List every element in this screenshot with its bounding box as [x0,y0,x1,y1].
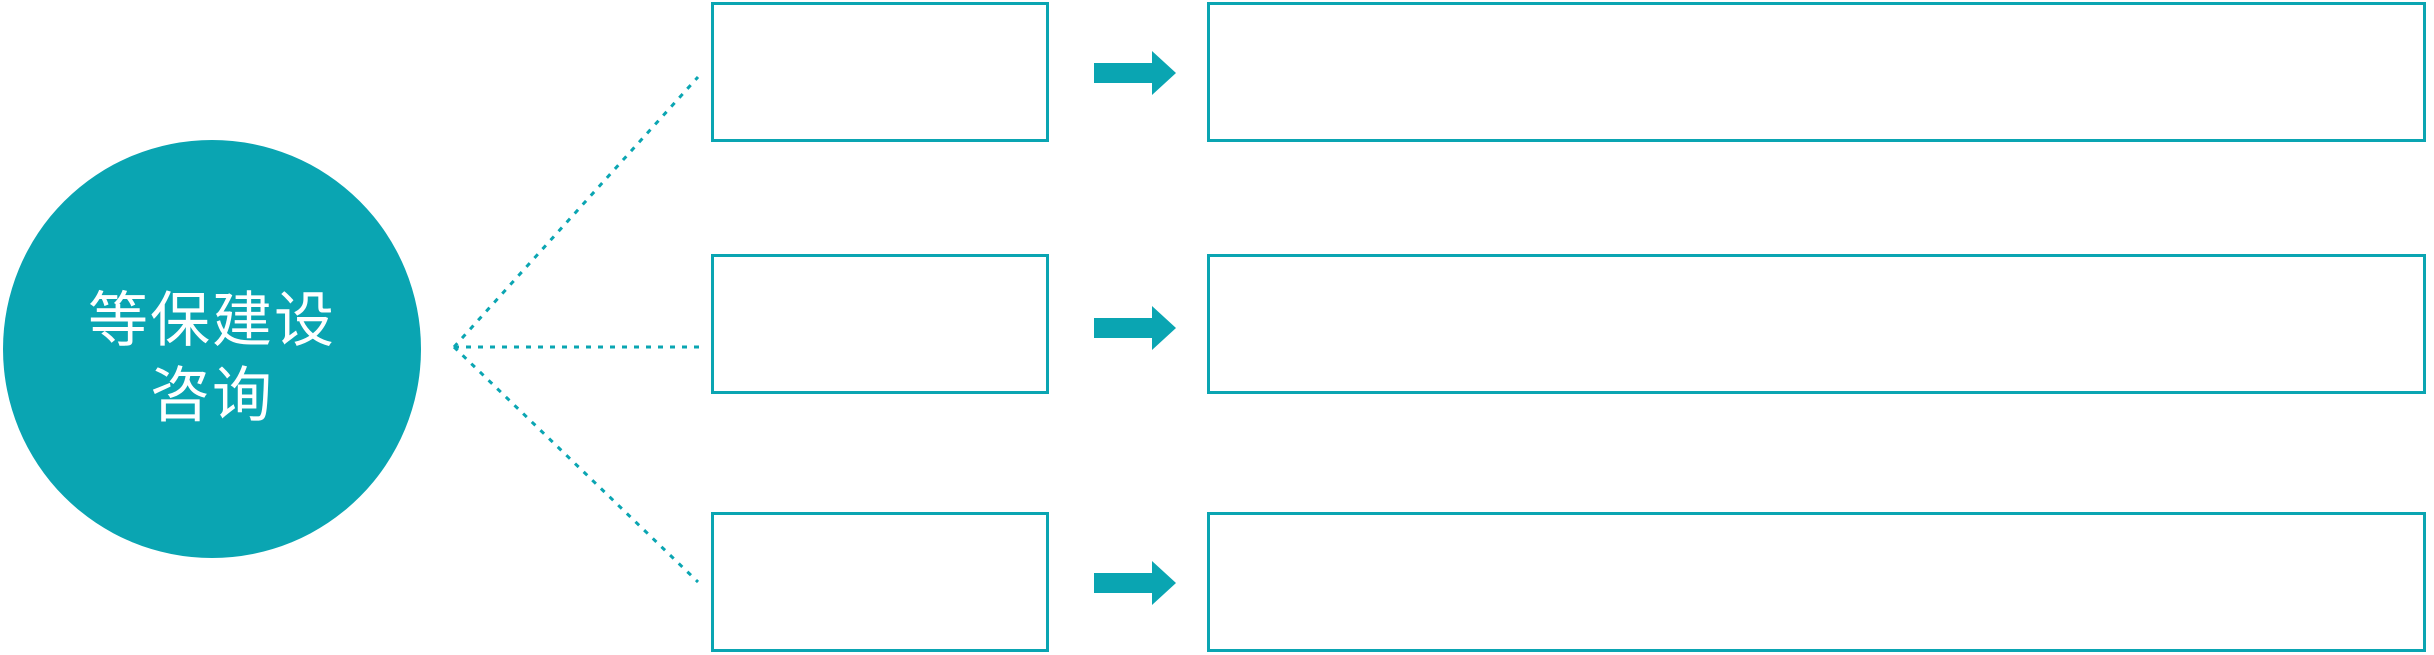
topic-label-line-1: 等保建设 [88,287,336,354]
middle-box-1 [711,2,1049,142]
right-box-3 [1207,512,2426,652]
right-box-2-text [1210,257,2423,391]
right-box-3-text [1210,515,2423,649]
middle-box-1-text [714,5,1046,139]
middle-box-3-text [714,515,1046,649]
right-arrow-icon [1094,306,1176,350]
topic-label-line-2: 咨询 [150,362,274,429]
connector-line-top [452,75,700,349]
right-arrow-icon [1094,561,1176,605]
middle-box-3 [711,512,1049,652]
middle-box-2-text [714,257,1046,391]
topic-circle: 等保建设 咨询 [3,140,421,558]
right-box-1 [1207,2,2426,142]
right-box-1-text [1210,5,2423,139]
middle-box-2 [711,254,1049,394]
right-arrow-icon [1094,51,1176,95]
connector-line-bottom [452,345,700,584]
right-box-2 [1207,254,2426,394]
